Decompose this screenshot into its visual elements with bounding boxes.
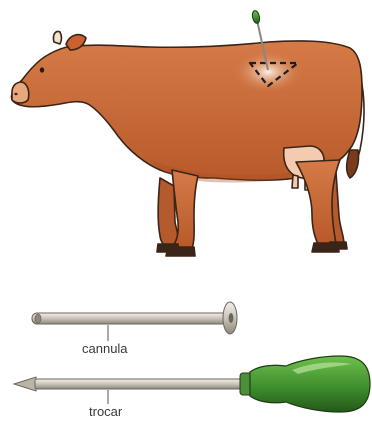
cow-illustration bbox=[12, 31, 365, 256]
cow-muzzle bbox=[12, 82, 29, 103]
trocar-illustration bbox=[14, 356, 370, 412]
cannula-tube bbox=[32, 313, 232, 324]
cannula-flange-hole bbox=[229, 313, 234, 323]
cow-hind-far-hoof bbox=[329, 242, 347, 249]
trocar-label: trocar bbox=[89, 404, 122, 419]
trocar-handle bbox=[250, 356, 370, 412]
cow-eye bbox=[40, 67, 44, 72]
trocar-tip bbox=[14, 377, 36, 391]
cow-horn bbox=[53, 31, 61, 44]
cow-nostril bbox=[14, 93, 17, 95]
trocar-shaft bbox=[35, 379, 249, 389]
cow-tail-switch bbox=[347, 150, 359, 178]
cannula-illustration bbox=[32, 302, 237, 341]
cow-front-far-hoof bbox=[157, 244, 179, 252]
cannula-tube-opening bbox=[35, 314, 41, 323]
cannula-label: cannula bbox=[82, 341, 128, 356]
puncture-site-glow bbox=[232, 50, 304, 94]
